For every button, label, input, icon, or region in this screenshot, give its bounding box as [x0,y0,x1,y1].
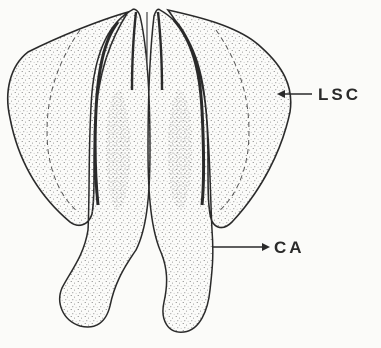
ca-label: CA [274,238,305,257]
ca-pointer-arrowhead [262,243,270,251]
right-stipple-accent [168,90,192,210]
left-stipple-accent [106,90,130,210]
lsc-label: LSC [318,85,361,104]
